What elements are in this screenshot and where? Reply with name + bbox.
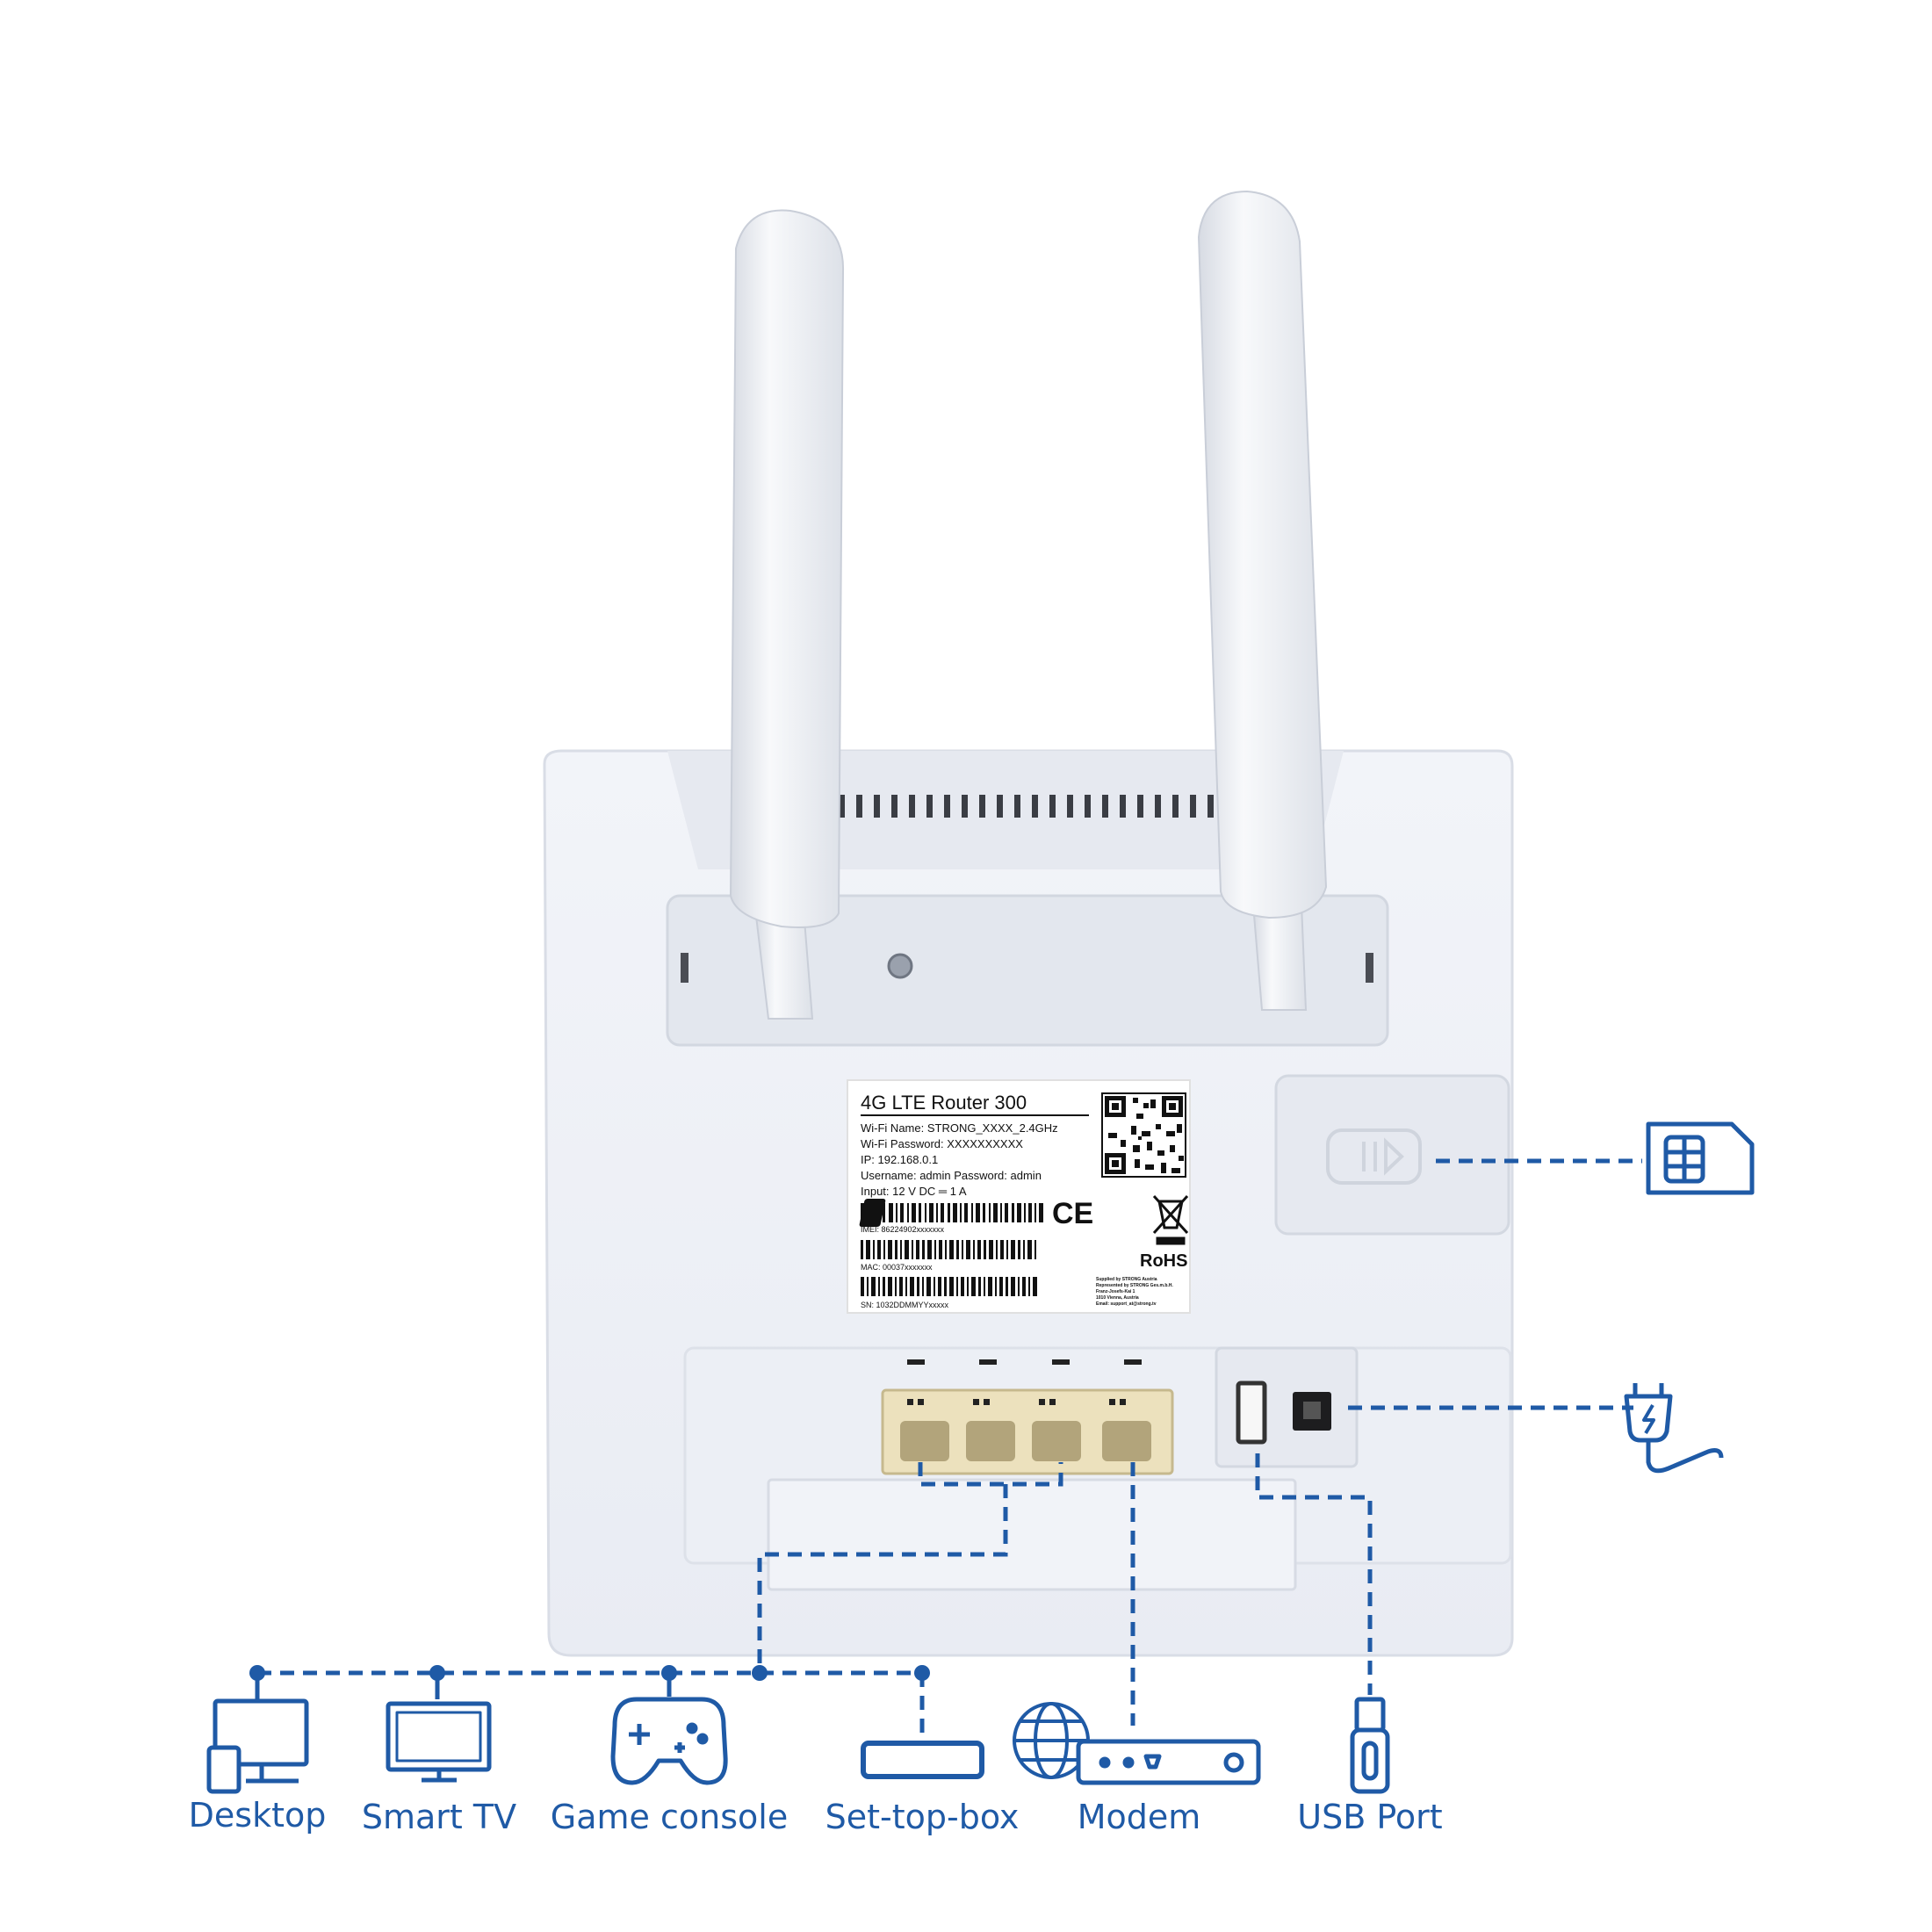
sticker-line: Input: 12 V DC ═ 1 A: [861, 1185, 967, 1198]
supplier-line: Email: support_at@strong.tv: [1096, 1301, 1157, 1307]
sim-card-icon: [1646, 1121, 1755, 1195]
label-smart-tv: Smart TV: [361, 1798, 517, 1836]
weee-bin-icon: [1152, 1194, 1189, 1245]
notified-body-mark: [859, 1199, 886, 1227]
modem-icon: [1076, 1739, 1261, 1785]
label-desktop: Desktop: [188, 1796, 327, 1835]
supplier-line: Supplied by STRONG Austria: [1096, 1277, 1157, 1282]
gamepad-icon: [610, 1697, 728, 1785]
usb-stick-icon: [1350, 1697, 1390, 1794]
label-usb-port: USB Port: [1297, 1798, 1443, 1836]
power-adapter-icon: [1624, 1383, 1724, 1474]
sticker-line: Wi-Fi Name: STRONG_XXXX_2.4GHz: [861, 1121, 1058, 1135]
qr-code: [1101, 1092, 1186, 1178]
ce-mark: CE: [1052, 1197, 1093, 1230]
sticker-line: Username: admin Password: admin: [861, 1169, 1042, 1182]
vent-slots: [839, 795, 1231, 818]
barcode-sn: [861, 1277, 1037, 1296]
label-set-top-box: Set-top-box: [825, 1798, 1020, 1836]
set-top-box-icon: [861, 1741, 984, 1779]
supplier-line: Represented by STRONG Ges.m.b.H.: [1096, 1283, 1173, 1288]
antenna-left: [729, 209, 845, 1020]
sticker-mac: MAC: 00037xxxxxxx: [861, 1263, 933, 1272]
sticker-sn: SN: 1032DDMMYYxxxxx: [861, 1301, 949, 1309]
antenna-bay: [666, 894, 1389, 1047]
supplier-line: Franz-Josefs-Kai 1: [1096, 1289, 1135, 1294]
label-game-console: Game console: [550, 1798, 789, 1836]
sticker-line: Wi-Fi Password: XXXXXXXXXX: [861, 1137, 1023, 1150]
barcode-mac: [861, 1240, 1036, 1259]
ethernet-ports: [881, 1388, 1174, 1475]
bay-screw: [887, 953, 913, 979]
lan-group-line: [757, 1462, 1063, 1673]
usb-socket: [1236, 1381, 1267, 1445]
sticker-line: IP: 192.168.0.1: [861, 1153, 938, 1166]
sim-cover: [1274, 1074, 1510, 1236]
sticker-title: 4G LTE Router 300: [861, 1092, 1027, 1114]
connection-lines: [257, 1158, 1642, 1739]
desktop-icon: [206, 1698, 309, 1794]
usb-line: [1255, 1453, 1373, 1695]
label-modem: Modem: [1077, 1798, 1201, 1836]
bottom-flap: [767, 1478, 1297, 1591]
rohs-mark: RoHS: [1140, 1251, 1187, 1271]
supplier-line: 1010 Vienna, Austria: [1096, 1295, 1139, 1301]
smart-tv-icon: [386, 1701, 492, 1783]
sticker-imei: IMEI: 86224902xxxxxxx: [861, 1225, 945, 1234]
device-label-sticker: 4G LTE Router 300 Wi-Fi Name: STRONG_XXX…: [847, 1079, 1191, 1314]
antenna-right: [1197, 190, 1328, 1011]
